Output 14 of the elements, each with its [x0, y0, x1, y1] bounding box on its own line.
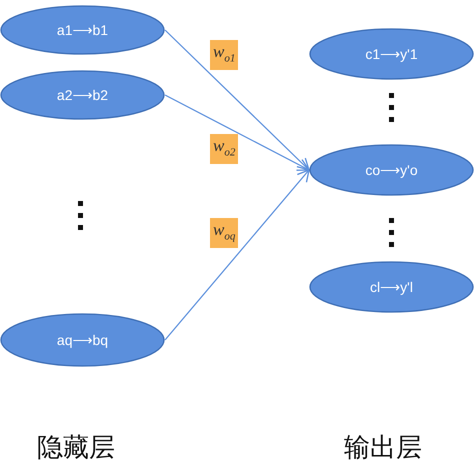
weight-label: w$_{o2}$ — [210, 134, 238, 164]
node-label: aq⟶bq — [56, 332, 108, 348]
arrow — [164, 94, 310, 171]
layer-label: 隐藏层 — [37, 432, 115, 465]
node-label: co⟶y'o — [365, 162, 418, 178]
weight-label: w$_{o1}$ — [210, 40, 238, 70]
node-label: c1⟶y'1 — [365, 46, 418, 62]
arrow — [164, 169, 310, 340]
node-label: cl⟶y'l — [370, 279, 413, 295]
arrow — [164, 30, 310, 171]
node-label: a1⟶b1 — [56, 22, 108, 38]
layer-label: 输出层 — [344, 432, 422, 465]
weight-label: w$_{oq}$ — [210, 218, 238, 248]
node-label: a2⟶b2 — [56, 87, 108, 103]
